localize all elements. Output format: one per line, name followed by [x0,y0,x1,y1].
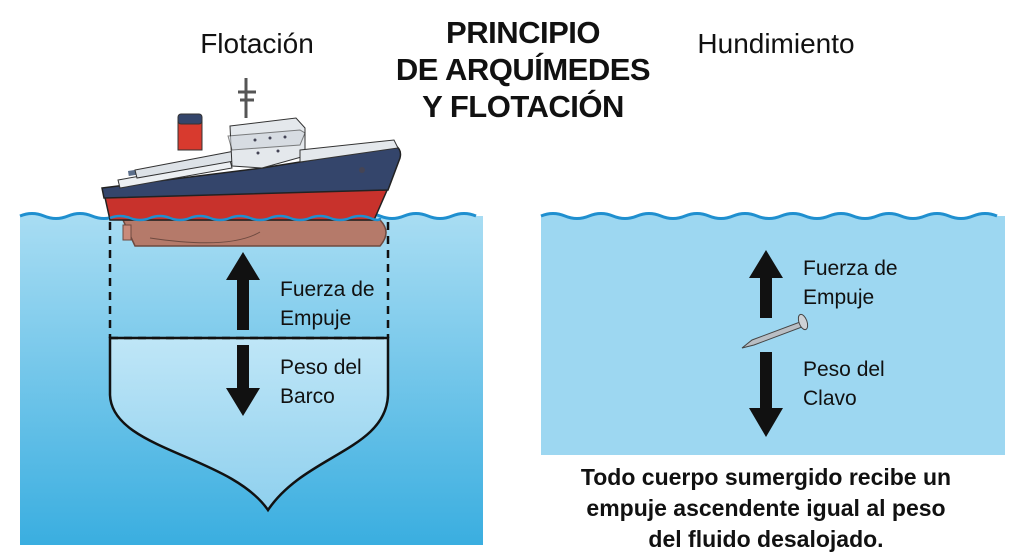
right-buoyancy-label: Fuerza de Empuje [803,254,898,312]
title-line-3: Y FLOTACIÓN [422,89,624,124]
label-line: Peso del [280,356,362,379]
displaced-volume-outline [108,222,390,513]
principle-statement: Todo cuerpo sumergido recibe un empuje a… [581,462,951,555]
label-line: Empuje [280,307,352,330]
flotation-heading: Flotación [200,28,314,59]
right-weight-label: Peso del Clavo [803,355,885,413]
title-line-1: PRINCIPIO [446,15,600,50]
left-weight-arrow [226,345,260,416]
label-line: Fuerza de [280,278,375,301]
left-buoyancy-label: Fuerza de Empuje [280,275,375,333]
ship-illustration [101,78,402,247]
label-line: Clavo [803,387,857,410]
title-line-2: DE ARQUÍMEDES [395,52,651,87]
note-line: del fluido desalojado. [648,526,884,552]
label-line: Empuje [803,286,875,309]
note-line: Todo cuerpo sumergido recibe un [580,464,952,490]
right-weight-arrow [749,352,783,437]
right-buoyancy-arrow [749,250,783,318]
label-line: Fuerza de [803,257,898,280]
label-line: Peso del [803,358,885,381]
page-title: PRINCIPIO DE ARQUÍMEDES Y FLOTACIÓN [395,14,651,125]
label-line: Barco [280,385,335,408]
note-line: empuje ascendente igual al peso [586,495,946,521]
left-buoyancy-arrow [226,252,260,330]
sinking-heading: Hundimiento [697,28,855,59]
nail-illustration [741,313,809,349]
left-weight-label: Peso del Barco [280,353,362,411]
